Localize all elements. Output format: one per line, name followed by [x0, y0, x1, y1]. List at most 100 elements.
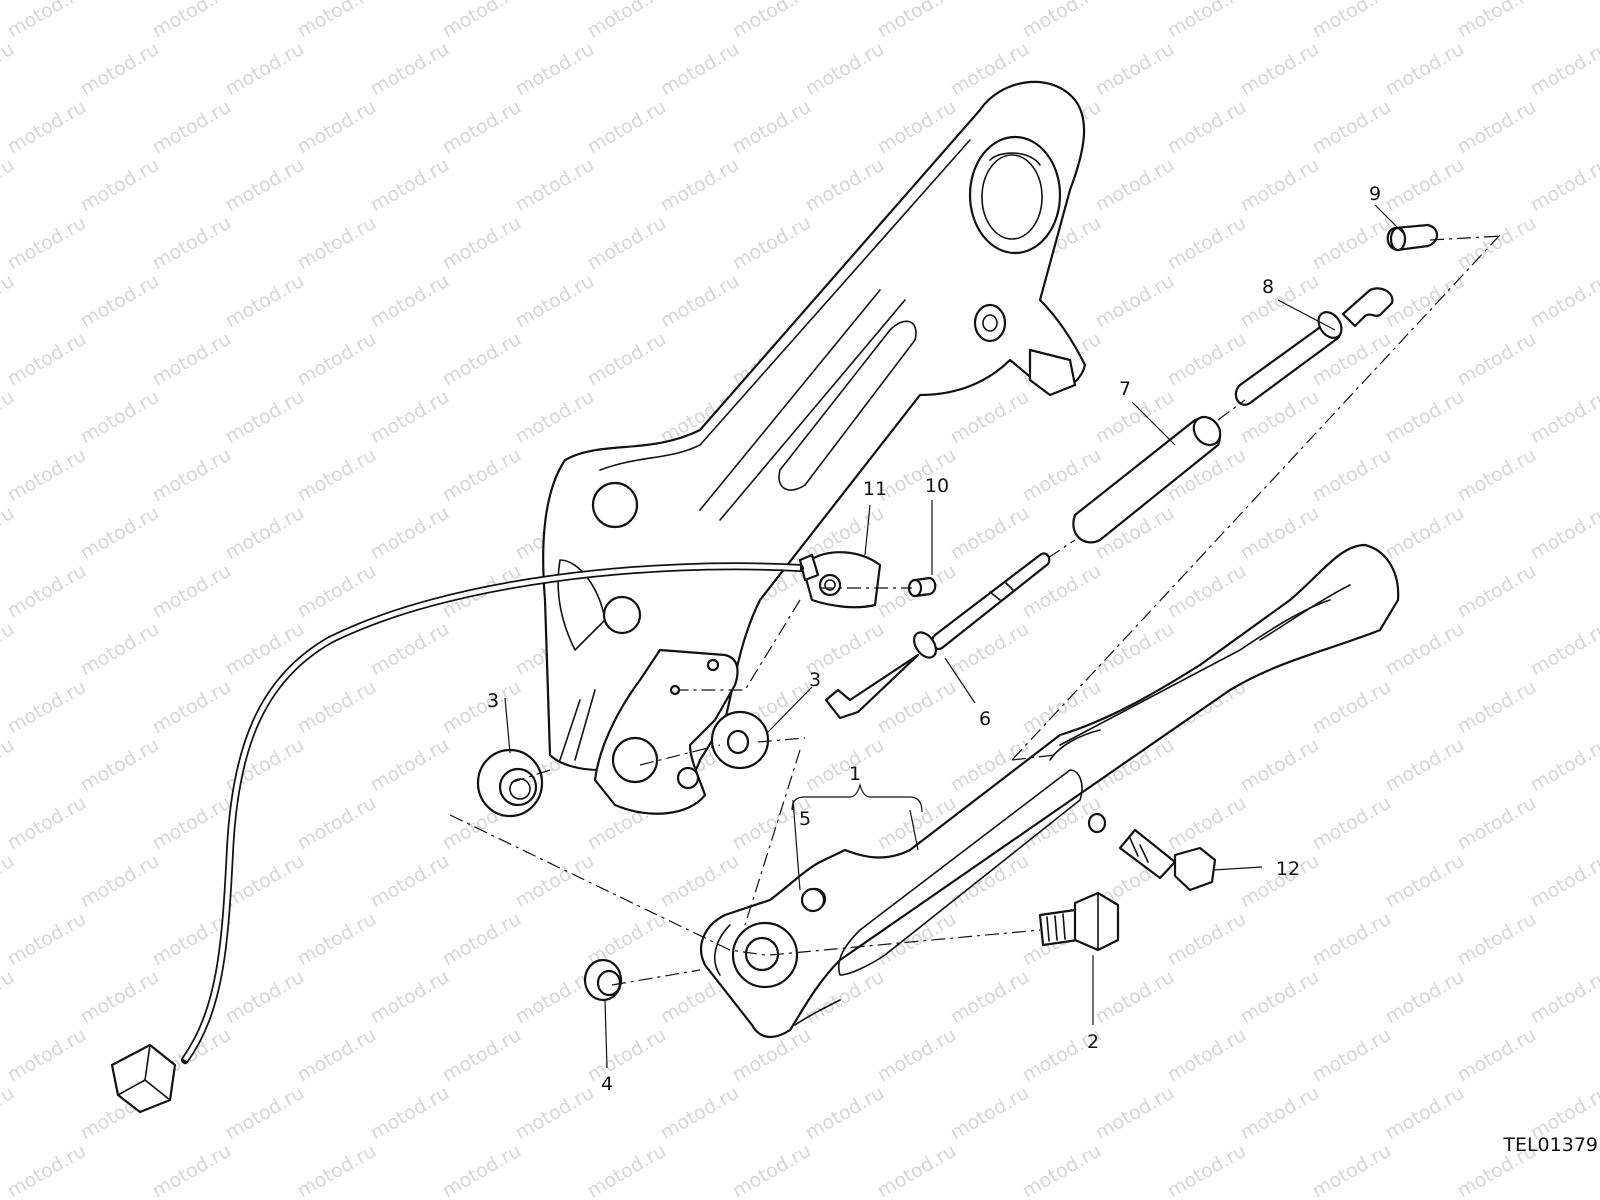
spring: [1072, 415, 1222, 544]
watermark-text: motod.ru: [294, 792, 380, 855]
watermark-text: motod.ru: [77, 734, 163, 797]
pivot-bolt: [1038, 891, 1120, 952]
callout-3-right: 3: [809, 669, 821, 691]
watermark-text: motod.ru: [1237, 502, 1323, 565]
callout-11: 11: [863, 478, 887, 500]
watermark-text: motod.ru: [729, 1140, 815, 1200]
watermark-text: motod.ru: [367, 1082, 453, 1145]
watermark-text: motod.ru: [367, 502, 453, 565]
watermark-text: motod.ru: [4, 560, 90, 623]
watermark-text: motod.ru: [77, 502, 163, 565]
watermark-text: motod.ru: [1527, 734, 1600, 797]
watermark-text: motod.ru: [222, 850, 308, 913]
watermark-text: motod.ru: [1454, 212, 1540, 275]
watermark-text: motod.ru: [1454, 444, 1540, 507]
watermark-text: motod.ru: [1237, 1082, 1323, 1145]
watermark-text: motod.ru: [1164, 0, 1250, 42]
watermark-text: motod.ru: [1382, 270, 1468, 333]
watermark-text: motod.ru: [512, 270, 598, 333]
watermark-text: motod.ru: [1454, 1024, 1540, 1087]
watermark-text: motod.ru: [1237, 734, 1323, 797]
watermark-text: motod.ru: [584, 0, 670, 42]
watermark-text: motod.ru: [367, 38, 453, 101]
watermark-text: motod.ru: [1527, 502, 1600, 565]
reference-code: TEL01379: [1503, 1134, 1598, 1156]
watermark-text: motod.ru: [149, 96, 235, 159]
watermark-text: motod.ru: [512, 38, 598, 101]
watermark-text: motod.ru: [1092, 270, 1178, 333]
watermark-text: motod.ru: [1309, 676, 1395, 739]
watermark-text: motod.ru: [367, 386, 453, 449]
watermark-text: motod.ru: [77, 386, 163, 449]
watermark-text: motod.ru: [1019, 1140, 1105, 1200]
watermark-text: motod.ru: [77, 850, 163, 913]
watermark-text: motod.ru: [4, 96, 90, 159]
watermark-text: motod.ru: [439, 0, 525, 42]
watermark-text: motod.ru: [1454, 560, 1540, 623]
bushing-right: [710, 710, 770, 770]
rubber-pad: [800, 887, 826, 913]
watermark-text: motod.ru: [947, 1082, 1033, 1145]
watermark-text: motod.ru: [222, 966, 308, 1029]
watermark-text: motod.ru: [1309, 96, 1395, 159]
callout-10: 10: [925, 475, 949, 497]
watermark-text: motod.ru: [294, 676, 380, 739]
watermark-text: motod.ru: [1309, 792, 1395, 855]
side-stand: [700, 543, 1400, 1038]
watermark-text: motod.ru: [1309, 444, 1395, 507]
mounting-plate: [593, 648, 739, 815]
watermark-text: motod.ru: [802, 734, 888, 797]
watermark-text: motod.ru: [149, 444, 235, 507]
watermark-text: motod.ru: [874, 1024, 960, 1087]
watermark-text: motod.ru: [1092, 618, 1178, 681]
watermark-text: motod.ru: [1454, 792, 1540, 855]
stop-bolt: [1118, 828, 1217, 892]
watermark-text: motod.ru: [1164, 96, 1250, 159]
watermark-text: motod.ru: [77, 38, 163, 101]
watermark-text: motod.ru: [4, 1024, 90, 1087]
watermark-text: motod.ru: [367, 270, 453, 333]
watermark-text: motod.ru: [1454, 676, 1540, 739]
watermark-text: motod.ru: [222, 270, 308, 333]
watermark-text: motod.ru: [512, 1082, 598, 1145]
watermark-text: motod.ru: [1092, 386, 1178, 449]
watermark-text: motod.ru: [1092, 154, 1178, 217]
watermark-text: motod.ru: [367, 618, 453, 681]
watermark-text: motod.ru: [294, 1140, 380, 1200]
watermark-text: motod.ru: [657, 850, 743, 913]
watermark-text: motod.ru: [439, 1140, 525, 1200]
watermark-text: motod.ru: [1092, 966, 1178, 1029]
watermark-text: motod.ru: [729, 0, 815, 42]
watermark-text: motod.ru: [802, 1082, 888, 1145]
watermark-text: motod.ru: [294, 328, 380, 391]
watermark-text: motod.ru: [149, 212, 235, 275]
watermark-text: motod.ru: [584, 212, 670, 275]
watermark-text: motod.ru: [439, 96, 525, 159]
watermark-text: motod.ru: [1309, 0, 1395, 42]
watermark-text: motod.ru: [4, 908, 90, 971]
watermark-text: motod.ru: [222, 38, 308, 101]
watermark-text: motod.ru: [439, 908, 525, 971]
watermark-text: motod.ru: [1092, 1082, 1178, 1145]
watermark-text: motod.ru: [874, 1140, 960, 1200]
watermark-text: motod.ru: [0, 1082, 18, 1145]
watermark-text: motod.ru: [584, 96, 670, 159]
watermark-text: motod.ru: [4, 676, 90, 739]
watermark-text: motod.ru: [0, 502, 18, 565]
watermark-text: motod.ru: [1454, 328, 1540, 391]
watermark-text: motod.ru: [149, 0, 235, 42]
watermark-text: motod.ru: [222, 386, 308, 449]
spring-cap: [1386, 223, 1439, 252]
frame-bracket: [542, 80, 1087, 800]
watermark-text: motod.ru: [584, 1024, 670, 1087]
watermark-text: motod.ru: [77, 154, 163, 217]
watermark-text: motod.ru: [1382, 1082, 1468, 1145]
callout-4: 4: [601, 1073, 613, 1095]
watermark-text: motod.ru: [0, 270, 18, 333]
watermark-text: motod.ru: [439, 328, 525, 391]
watermark-text: motod.ru: [802, 38, 888, 101]
watermark-text: motod.ru: [439, 1024, 525, 1087]
watermark-text: motod.ru: [149, 676, 235, 739]
switch-cable: [110, 562, 804, 1114]
